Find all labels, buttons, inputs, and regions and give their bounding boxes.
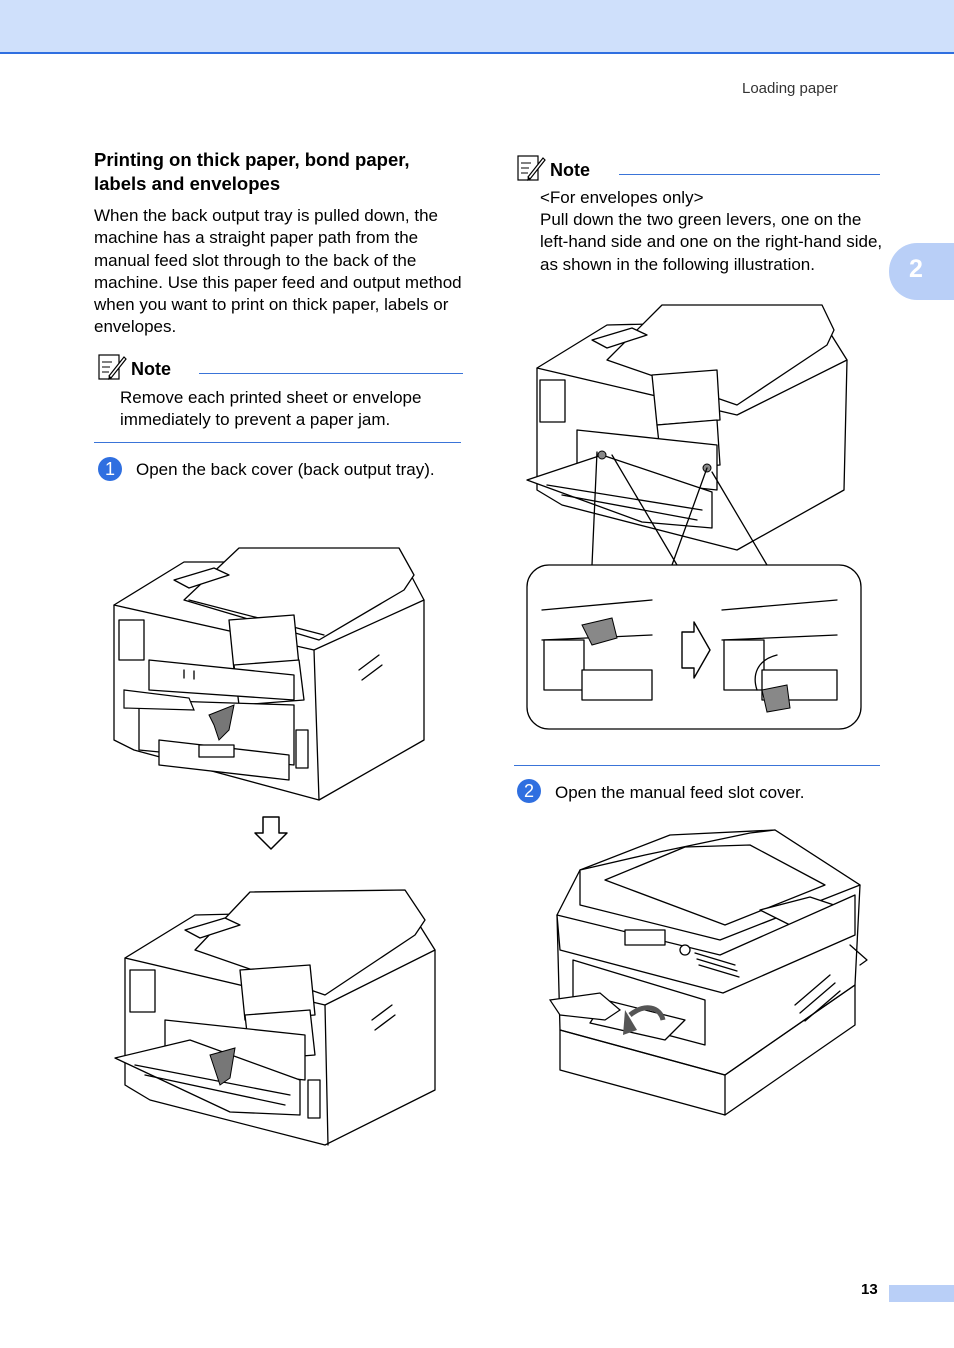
section-intro: When the back output tray is pulled down… — [94, 206, 462, 337]
note-pencil-icon — [98, 354, 127, 380]
step-text-2: Open the manual feed slot cover. — [555, 783, 805, 802]
note-header-1: Note — [97, 352, 463, 384]
note-text-2: Pull down the two green levers, one on t… — [540, 210, 883, 274]
step-text-1: Open the back cover (back output tray). — [136, 460, 435, 479]
step-badge-2: 2 — [517, 779, 541, 803]
note-header-2: Note — [516, 153, 882, 185]
chapter-number: 2 — [909, 255, 923, 283]
footer-tab — [889, 1285, 954, 1302]
section-title: Printing on thick paper, bond paper, lab… — [94, 149, 410, 194]
step-badge-1: 1 — [98, 457, 122, 481]
chapter-tab: 2 — [889, 243, 954, 300]
right-arrow-icon — [681, 621, 711, 679]
running-header: Loading paper — [742, 80, 838, 97]
note-rule-2 — [619, 174, 880, 175]
note-text-1: Remove each printed sheet or envelope im… — [120, 388, 422, 430]
page-number: 13 — [861, 1281, 878, 1298]
note-pencil-icon — [517, 155, 546, 181]
printer-front-feed-slot-illustration — [548, 829, 868, 1116]
note-label-2: Note — [550, 160, 590, 180]
note-rule-1 — [199, 373, 463, 374]
note-line-envelopes: <For envelopes only> — [540, 188, 704, 207]
top-header-bar — [0, 0, 954, 54]
printer-back-closed-illustration — [113, 547, 425, 801]
printer-levers-illustration — [526, 304, 862, 730]
note-label-1: Note — [131, 359, 171, 379]
down-arrow-icon — [254, 816, 288, 850]
note-end-rule-2 — [514, 765, 880, 766]
note-end-rule-1 — [94, 442, 461, 443]
printer-back-open-illustration — [114, 889, 436, 1146]
